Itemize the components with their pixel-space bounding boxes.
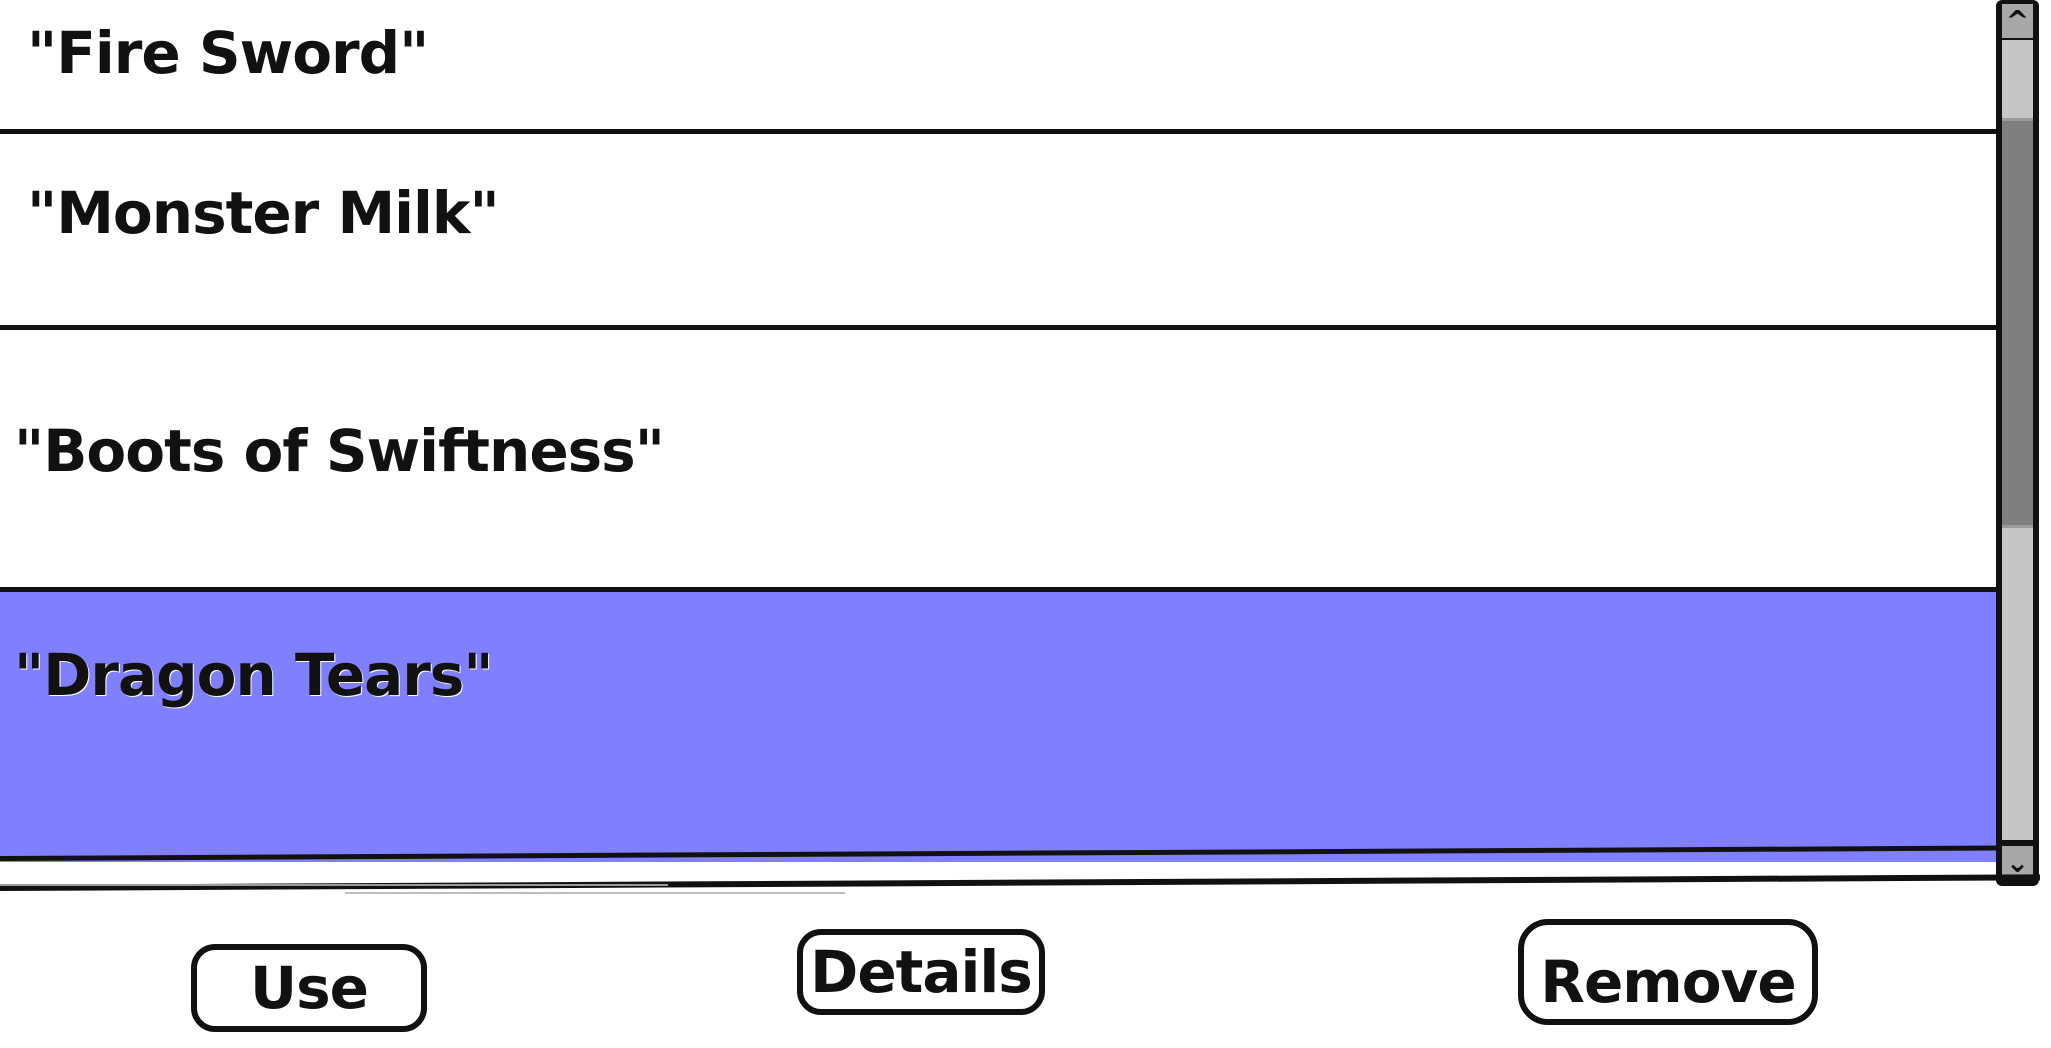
- list-item[interactable]: "Boots of Swiftness": [0, 330, 1998, 588]
- vertical-scrollbar[interactable]: ^ ⌄: [1996, 0, 2039, 886]
- divider: [345, 892, 845, 894]
- chevron-up-icon[interactable]: ^: [2002, 4, 2033, 38]
- list-item[interactable]: "Fire Sword": [0, 0, 1998, 131]
- list-item-label: "Boots of Swiftness": [14, 417, 665, 485]
- remove-button[interactable]: Remove: [1518, 919, 1818, 1025]
- list-item-label: "Dragon Tears": [14, 641, 494, 709]
- list-item-label: "Monster Milk": [27, 179, 500, 247]
- list-item-selected[interactable]: "Dragon Tears": [0, 592, 1998, 862]
- list-item-label: "Fire Sword": [27, 19, 429, 87]
- row-divider: [0, 325, 2000, 330]
- inventory-list: "Fire Sword" "Monster Milk" "Boots of Sw…: [0, 0, 2000, 862]
- scrollbar-thumb[interactable]: [2002, 118, 2033, 528]
- details-button[interactable]: Details: [797, 929, 1045, 1015]
- row-divider: [0, 129, 2000, 134]
- use-button[interactable]: Use: [191, 944, 427, 1032]
- row-divider: [0, 587, 2000, 592]
- divider: [0, 884, 668, 886]
- list-item[interactable]: "Monster Milk": [0, 134, 1998, 327]
